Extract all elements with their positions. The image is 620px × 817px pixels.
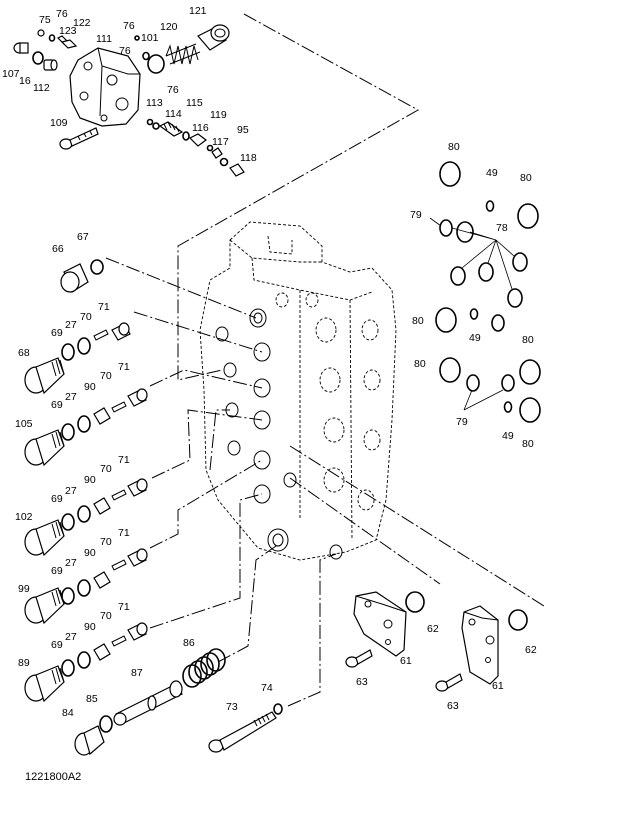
- part-label-l70a: 70: [80, 311, 92, 323]
- part-label-l71d: 71: [118, 527, 130, 539]
- part-label-l118: 118: [240, 152, 257, 164]
- part-label-l70c: 70: [100, 463, 112, 475]
- part-label-l95: 95: [237, 124, 249, 136]
- part-label-l27c: 27: [65, 485, 77, 497]
- part-label-l116: 116: [192, 122, 209, 134]
- part-label-l61a: 61: [400, 655, 412, 667]
- part-label-l90c: 90: [84, 547, 96, 559]
- part-label-l62b: 62: [525, 644, 537, 656]
- part-label-l80d: 80: [522, 334, 534, 346]
- part-label-l117: 117: [212, 136, 229, 148]
- part-label-l107: 107: [2, 68, 20, 80]
- part-label-l71c: 71: [118, 454, 130, 466]
- part-label-l16: 16: [19, 75, 31, 87]
- part-label-l70e: 70: [100, 610, 112, 622]
- part-label-l112: 112: [33, 82, 50, 94]
- part-label-l76a: 76: [56, 8, 68, 20]
- part-label-l85: 85: [86, 693, 98, 705]
- part-label-l109: 109: [50, 117, 68, 129]
- part-label-l102: 102: [15, 511, 33, 523]
- part-label-l101: 101: [141, 32, 159, 44]
- left-plug-stack: [24, 259, 283, 756]
- part-label-l121: 121: [189, 5, 207, 17]
- part-label-l123: 123: [59, 25, 77, 37]
- part-label-l80f: 80: [522, 438, 534, 450]
- part-label-l80e: 80: [414, 358, 426, 370]
- part-label-l66: 66: [52, 243, 64, 255]
- part-label-l62a: 62: [427, 623, 439, 635]
- valve-body: [199, 221, 397, 561]
- assembly-lines: [105, 13, 545, 707]
- part-label-l63a: 63: [356, 676, 368, 688]
- part-label-l68: 68: [18, 347, 30, 359]
- part-label-l113: 113: [146, 97, 163, 109]
- part-label-l27e: 27: [65, 631, 77, 643]
- part-label-l69d: 69: [51, 565, 63, 577]
- part-label-l90b: 90: [84, 474, 96, 486]
- part-label-l70b: 70: [100, 370, 112, 382]
- part-label-l89: 89: [18, 657, 30, 669]
- part-label-l84: 84: [62, 707, 74, 719]
- top-subassembly: [13, 24, 245, 177]
- part-label-l76c: 76: [119, 45, 131, 57]
- part-label-l90d: 90: [84, 621, 96, 633]
- part-label-l87: 87: [131, 667, 143, 679]
- part-label-l69b: 69: [51, 399, 63, 411]
- part-label-l71a: 71: [98, 301, 110, 313]
- end-covers: [345, 591, 528, 692]
- part-label-l67: 67: [77, 231, 89, 243]
- part-label-l76b: 76: [123, 20, 135, 32]
- part-label-l105: 105: [15, 418, 33, 430]
- part-label-l27b: 27: [65, 391, 77, 403]
- part-label-l114: 114: [165, 108, 182, 120]
- part-label-l78: 78: [496, 222, 508, 234]
- drawing-code: 1221800A2: [25, 771, 81, 783]
- part-label-l27d: 27: [65, 557, 77, 569]
- part-label-l79a: 79: [410, 209, 422, 221]
- part-label-l111: 111: [96, 33, 112, 45]
- part-label-l86: 86: [183, 637, 195, 649]
- part-label-l63b: 63: [447, 700, 459, 712]
- part-label-l49c: 49: [502, 430, 514, 442]
- part-label-l119: 119: [210, 109, 227, 121]
- part-label-l69e: 69: [51, 639, 63, 651]
- seal-ring-cluster: [429, 161, 541, 423]
- part-label-l74: 74: [261, 682, 273, 694]
- part-label-l73: 73: [226, 701, 238, 713]
- part-label-l76d: 76: [167, 84, 179, 96]
- part-label-l49b: 49: [469, 332, 481, 344]
- part-label-l69a: 69: [51, 327, 63, 339]
- part-label-l71b: 71: [118, 361, 130, 373]
- part-label-l69c: 69: [51, 493, 63, 505]
- part-label-l71e: 71: [118, 601, 130, 613]
- part-label-l61b: 61: [492, 680, 504, 692]
- part-label-l122: 122: [73, 17, 91, 29]
- part-label-l120: 120: [160, 21, 178, 33]
- part-label-l99: 99: [18, 583, 30, 595]
- part-label-l80a: 80: [448, 141, 460, 153]
- part-label-l115: 115: [186, 97, 203, 109]
- part-label-l90a: 90: [84, 381, 96, 393]
- part-label-l75: 75: [39, 14, 51, 26]
- part-label-l80b: 80: [520, 172, 532, 184]
- part-label-l49a: 49: [486, 167, 498, 179]
- part-label-l79b: 79: [456, 416, 468, 428]
- part-label-l27a: 27: [65, 319, 77, 331]
- part-label-l70d: 70: [100, 536, 112, 548]
- part-label-l80c: 80: [412, 315, 424, 327]
